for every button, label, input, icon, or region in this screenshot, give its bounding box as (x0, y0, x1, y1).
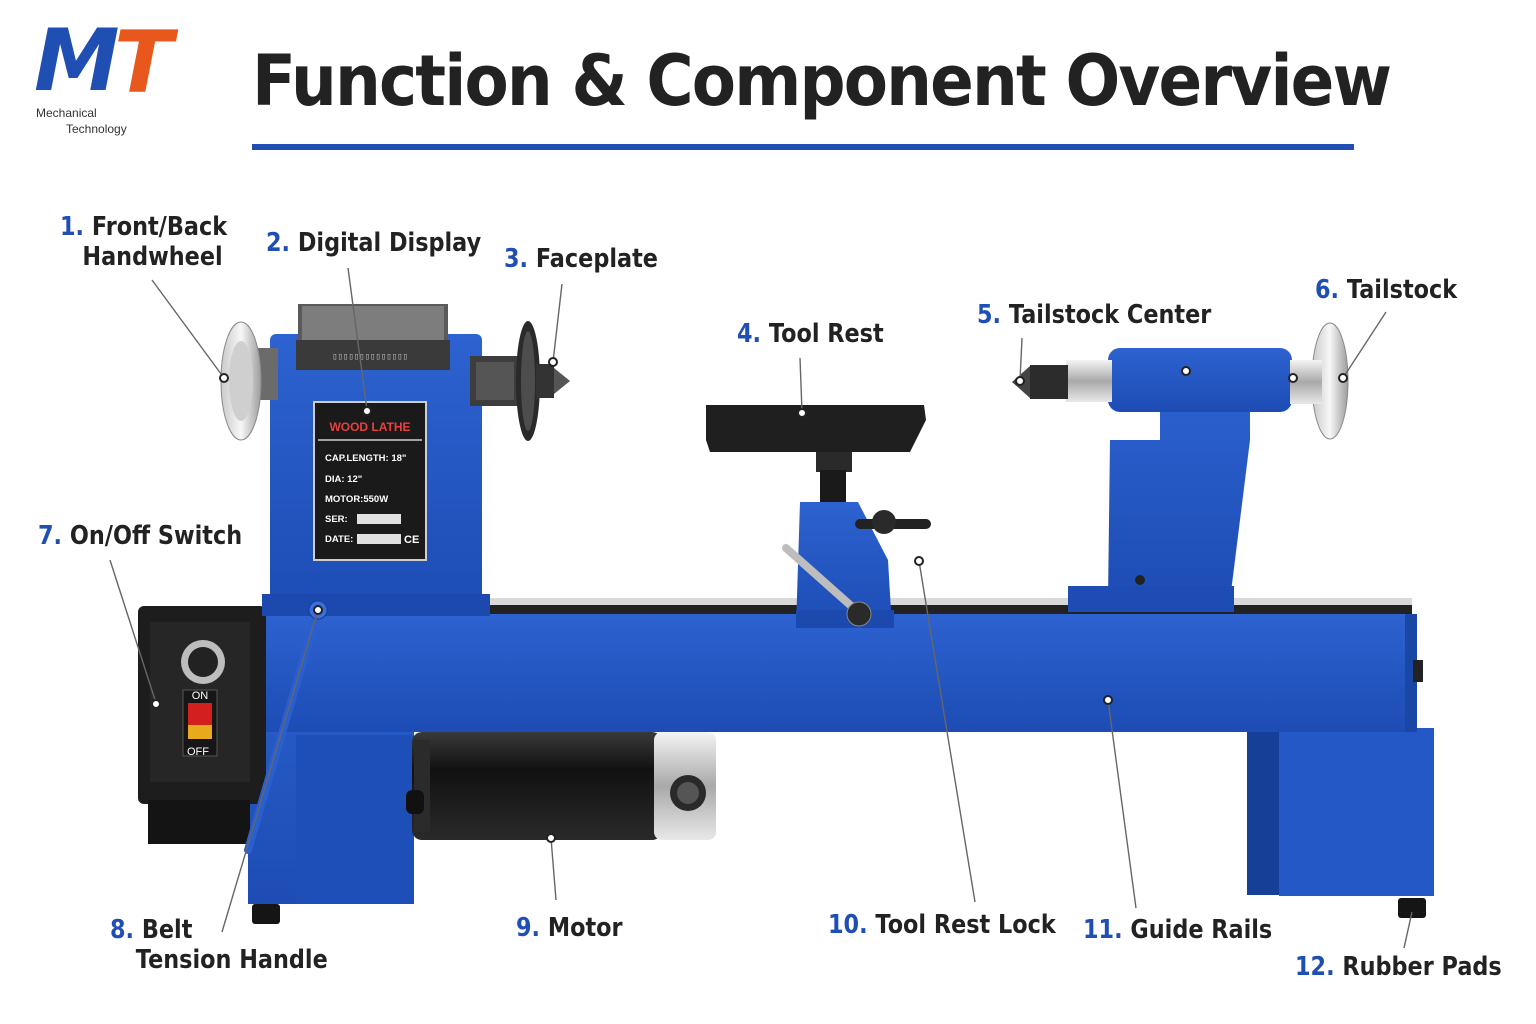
callout-tool-rest-lock: 10. Tool Rest Lock (828, 910, 1056, 940)
callout-faceplate: 3. Faceplate (504, 244, 658, 274)
logo-line-1: Mechanical (36, 106, 97, 120)
bed-end-knob (1413, 660, 1423, 682)
lathe-bed (262, 614, 1417, 732)
switch-off-label: OFF (187, 746, 209, 758)
front-handwheel (220, 321, 278, 441)
switch-on-label: ON (192, 690, 209, 702)
callout-motor: 9. Motor (516, 913, 623, 943)
guide-rails (468, 598, 1412, 614)
tool-rest-assembly (706, 405, 931, 628)
title-underline (252, 144, 1354, 150)
callout-tailstock: 6. Tailstock (1315, 275, 1458, 305)
rubber-pads (252, 898, 1426, 924)
nameplate: WOOD LATHE CAP.LENGTH: 18" DIA: 12" MOTO… (313, 401, 427, 561)
logo-line-2: Technology (66, 122, 127, 136)
callout-dots (151, 357, 1348, 843)
callout-guide-rails: 11. Guide Rails (1083, 915, 1273, 945)
svg-text:▯▯▯▯▯▯▯▯▯▯▯▯▯▯: ▯▯▯▯▯▯▯▯▯▯▯▯▯▯ (332, 352, 408, 362)
logo-letter-t: T (114, 13, 173, 113)
callout-rubber-pads: 12. Rubber Pads (1295, 952, 1502, 982)
nameplate-line: MOTOR:550W (325, 494, 388, 505)
callout-digital-display: 2. Digital Display (266, 228, 482, 258)
callout-tool-rest: 4. Tool Rest (737, 319, 884, 349)
tailstock (1012, 322, 1349, 612)
callout-on-off-switch: 7. On/Off Switch (38, 521, 243, 551)
right-leg (1247, 728, 1434, 896)
page-title: Function & Component Overview (252, 40, 1392, 122)
logo-letter-m: M (34, 11, 120, 111)
nameplate-line: DATE: (325, 534, 353, 545)
nameplate-line: DIA: 12" (325, 474, 362, 485)
brand-logo: M T Mechanical Technology (34, 18, 194, 138)
nameplate-heading: WOOD LATHE (329, 420, 410, 434)
callout-belt-tension-handle: 8. Belt Tension Handle (110, 915, 328, 975)
tailstock-center (1012, 360, 1112, 402)
motor (406, 732, 716, 840)
spindle-faceplate (470, 321, 570, 441)
callout-front-back-handwheel: 1. Front/Back Handwheel (60, 212, 228, 272)
nameplate-line: CAP.LENGTH: 18" (325, 453, 406, 464)
ce-mark: CE (404, 534, 419, 546)
nameplate-line: SER: (325, 514, 348, 525)
callout-tailstock-center: 5. Tailstock Center (977, 300, 1212, 330)
switch-box: ON OFF (138, 606, 266, 844)
callout-leaders (109, 267, 1413, 949)
